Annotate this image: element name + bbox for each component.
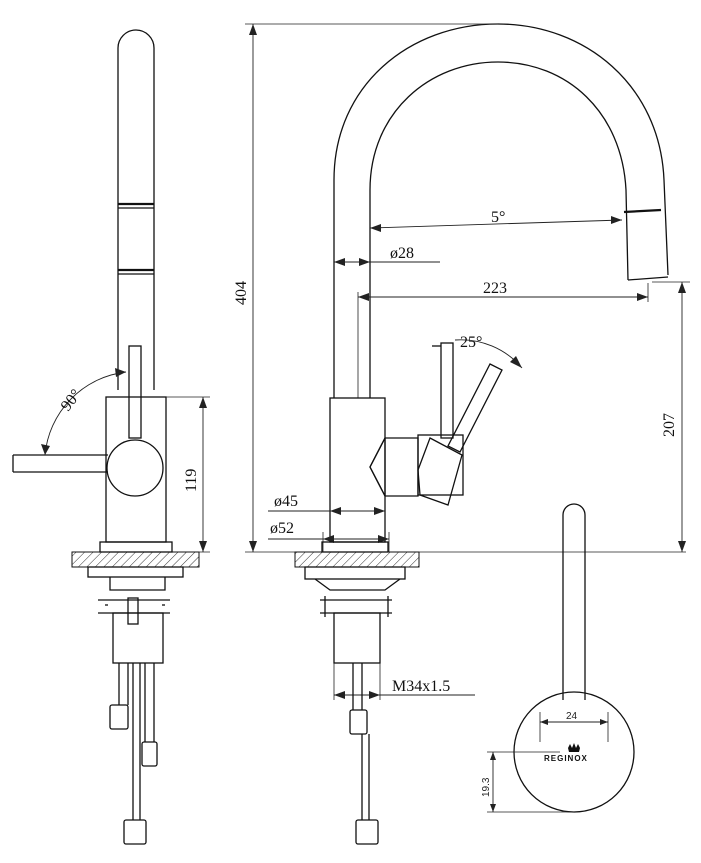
spout-tip-ring — [623, 208, 662, 214]
body-diameter-label: ø45 — [274, 493, 298, 510]
arc-arrow — [115, 368, 126, 377]
top-view: 24 REGINOX 19.3 — [481, 503, 635, 813]
base-diameter-label: ø52 — [270, 520, 294, 537]
front-view-lever-tilted — [447, 363, 503, 453]
hose-connector — [355, 819, 379, 845]
brand-logo: REGINOX — [544, 754, 588, 763]
side-view-countertop — [71, 551, 200, 568]
side-view-hoses — [118, 663, 155, 820]
hose-connector — [109, 704, 129, 730]
front-view-hoses — [352, 663, 370, 820]
front-view-shank — [333, 612, 381, 664]
side-view-body — [105, 396, 167, 543]
side-view-lever — [128, 345, 142, 439]
handle-offset-label: 19.3 — [481, 777, 492, 797]
body-height-label: 119 — [183, 469, 200, 492]
side-view-spout — [117, 29, 155, 390]
crown-icon — [568, 743, 580, 752]
side-view: 90° 119 — [12, 29, 210, 845]
spout-tilt-dimension — [369, 219, 623, 229]
front-view-lever — [440, 342, 454, 439]
spout-tilt-label: 5° — [491, 209, 505, 226]
front-view: ø28 5° 223 404 207 — [233, 23, 690, 845]
spout-reach-label: 223 — [483, 280, 507, 297]
handle-width-label: 24 — [566, 711, 578, 722]
hose-connector — [141, 741, 158, 767]
lever-block — [417, 437, 463, 506]
lever-angle-label: 25° — [460, 334, 482, 351]
spout-diameter-label: ø28 — [390, 245, 414, 262]
spout-clearance-label: 207 — [661, 413, 678, 437]
hose-connector — [123, 819, 147, 845]
overall-height-label: 404 — [233, 281, 250, 305]
hose-connector — [349, 709, 368, 735]
front-view-countertop — [294, 551, 420, 568]
front-view-body — [329, 397, 386, 543]
side-view-mount — [109, 577, 166, 591]
arc-arrow — [41, 444, 50, 455]
side-view-lever-rotated — [12, 454, 108, 473]
front-view-handle-hub — [369, 437, 419, 497]
thread-label: M34x1.5 — [392, 678, 450, 695]
rotation-arc — [44, 371, 127, 456]
side-view-knob — [106, 439, 164, 497]
top-view-lever — [562, 503, 586, 700]
